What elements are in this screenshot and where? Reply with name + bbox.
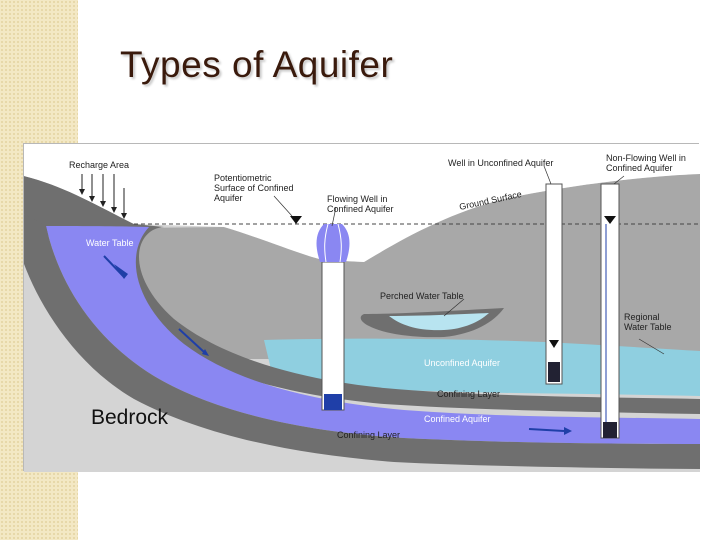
flowing-well-casing	[321, 261, 345, 411]
nonflowing-well-screen	[603, 422, 617, 438]
label-potentiometric-2: Surface of Confined	[214, 183, 294, 193]
unconfined-well-casing	[545, 183, 563, 385]
label-confining-layer-lower: Confining Layer	[337, 430, 400, 440]
potentiometric-marker	[290, 216, 302, 224]
unconfined-aquifer	[264, 338, 700, 396]
flowing-well-spray	[316, 224, 350, 262]
label-bedrock: Bedrock	[91, 406, 169, 429]
unconfined-well-screen	[548, 362, 560, 382]
label-confining-layer-upper: Confining Layer	[437, 389, 500, 399]
label-unconfined-aquifer: Unconfined Aquifer	[424, 358, 500, 368]
flowing-well-screen	[324, 394, 342, 410]
confined-aquifer	[46, 226, 700, 444]
slide-title: Types of Aquifer	[120, 44, 394, 85]
aquifer-diagram: Recharge Area Potentiometric Surface of …	[23, 143, 700, 472]
label-regional-1: Regional	[624, 312, 660, 322]
nonflowing-well-marker	[604, 216, 616, 224]
perched-water	[389, 313, 489, 331]
aquifer-cross-section: Recharge Area Potentiometric Surface of …	[24, 144, 700, 472]
label-potentiometric-1: Potentiometric	[214, 173, 272, 183]
label-confined-aquifer: Confined Aquifer	[424, 414, 491, 424]
recharge-arrows	[79, 174, 127, 219]
label-well-unconfined: Well in Unconfined Aquifer	[448, 158, 553, 168]
label-regional-2: Water Table	[624, 322, 672, 332]
confining-layer-lower	[24, 214, 700, 469]
confined-flow-arrows	[103, 255, 572, 435]
label-recharge-area: Recharge Area	[69, 160, 129, 170]
label-perched-water-table: Perched Water Table	[380, 291, 464, 301]
label-nonflowing-2: Confined Aquifer	[606, 163, 673, 173]
label-nonflowing-1: Non-Flowing Well in	[606, 153, 686, 163]
unconfined-well-marker	[549, 340, 559, 348]
sky	[24, 144, 700, 262]
label-water-table: Water Table	[86, 238, 134, 248]
label-flowing-well-2: Confined Aquifer	[327, 204, 394, 214]
label-flowing-well-1: Flowing Well in	[327, 194, 387, 204]
label-potentiometric-3: Aquifer	[214, 193, 243, 203]
